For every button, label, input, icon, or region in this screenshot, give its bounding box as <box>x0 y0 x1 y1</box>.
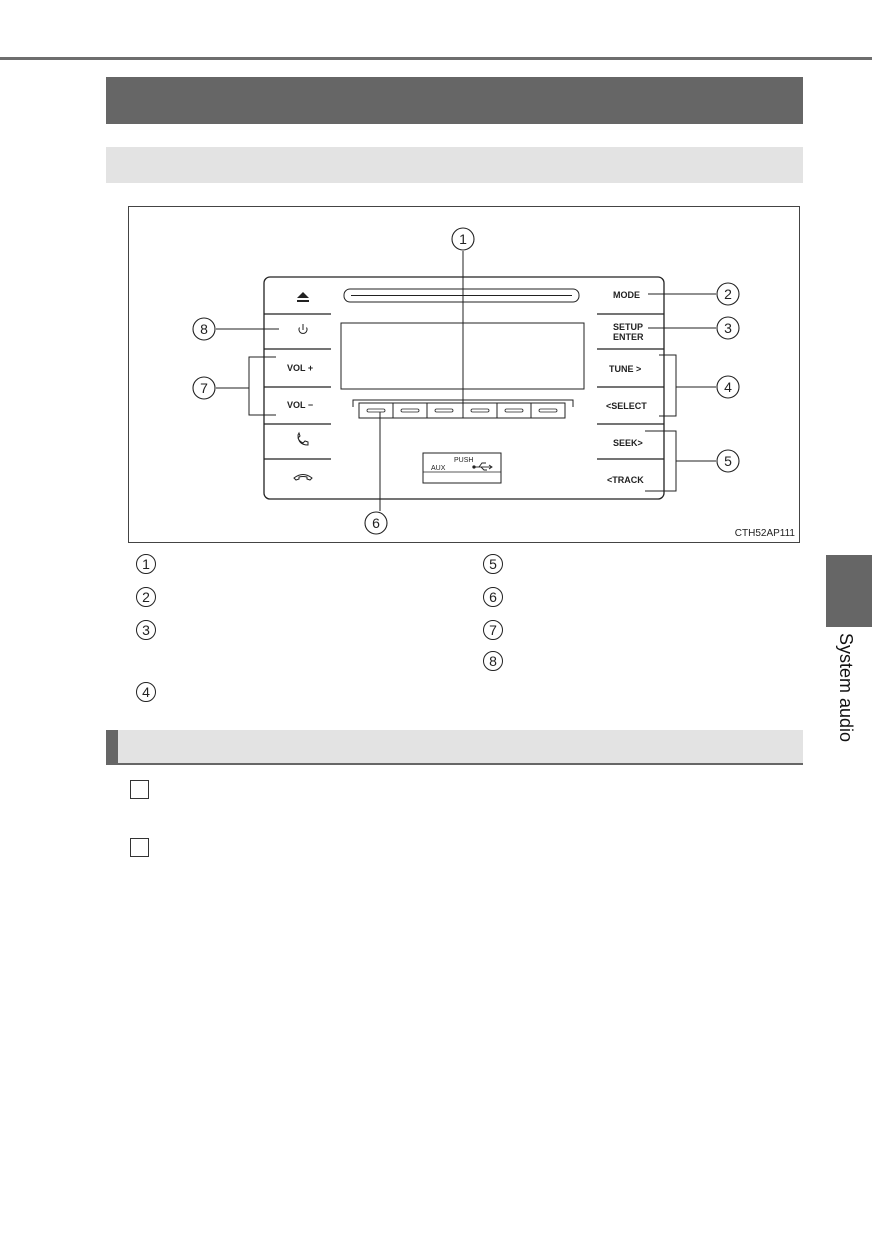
legend-item-5: 5 <box>483 554 503 575</box>
seek-label: SEEK> <box>613 438 643 448</box>
section-subheader-bar <box>106 147 803 183</box>
hang-up-icon <box>293 474 313 481</box>
tune-label: TUNE > <box>609 364 641 374</box>
legend-item-4: 4 <box>136 682 156 703</box>
vol-minus-label: VOL − <box>287 400 313 410</box>
callout-6: 6 <box>372 515 380 531</box>
figure-code: CTH52AP111 <box>734 528 795 539</box>
eject-icon <box>297 292 309 302</box>
mode-label: MODE <box>613 290 640 300</box>
aux-label: AUX <box>431 465 446 472</box>
select-label: <SELECT <box>606 401 647 411</box>
track-label: <TRACK <box>607 475 644 485</box>
audio-unit-illustration: VOL + VOL − MODE SETUP ENTER TUNE > <SEL… <box>192 227 740 535</box>
callout-2: 2 <box>724 286 732 302</box>
audio-unit-figure: VOL + VOL − MODE SETUP ENTER TUNE > <SEL… <box>128 206 800 543</box>
legend-item-7: 7 <box>483 620 503 641</box>
setup-label: SETUP <box>613 322 643 332</box>
aux-usb-port <box>422 452 502 484</box>
section-bar <box>106 730 803 765</box>
checkbox-1[interactable] <box>130 780 149 799</box>
callout-3: 3 <box>724 320 732 336</box>
preset-buttons <box>358 402 566 419</box>
callout-5: 5 <box>724 453 732 469</box>
legend-item-6: 6 <box>483 587 503 608</box>
power-icon <box>298 324 308 334</box>
checkbox-2[interactable] <box>130 838 149 857</box>
legend-item-8: 8 <box>483 651 503 672</box>
legend-item-2: 2 <box>136 587 156 608</box>
legend-item-3: 3 <box>136 620 156 641</box>
callout-1: 1 <box>459 231 467 247</box>
legend-item-1: 1 <box>136 554 156 575</box>
callout-4: 4 <box>724 379 732 395</box>
chapter-side-tab <box>826 555 872 627</box>
push-label: PUSH <box>454 457 473 464</box>
vol-plus-label: VOL + <box>287 363 313 373</box>
usb-icon <box>472 462 493 471</box>
phone-icon <box>297 431 309 446</box>
enter-label: ENTER <box>613 332 644 342</box>
chapter-header-bar <box>106 77 803 124</box>
top-rule <box>0 57 872 60</box>
callout-8: 8 <box>200 321 208 337</box>
side-tab-label: System audio <box>836 633 856 743</box>
callout-7: 7 <box>200 380 208 396</box>
